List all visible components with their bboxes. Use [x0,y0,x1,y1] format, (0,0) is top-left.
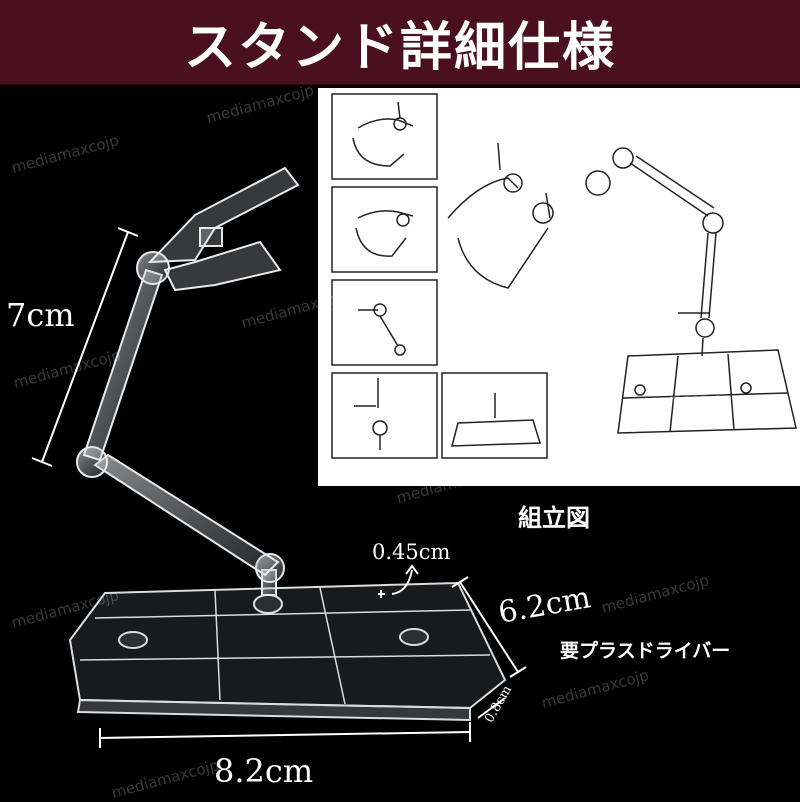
assembly-label: 組立図 [518,504,590,532]
assembly-diagram [318,88,800,486]
page-title: スタンド詳細仕様 [183,17,616,78]
height-dimension: 7cm [6,296,75,334]
width-dimension: 8.2cm [214,752,314,790]
stand-photo [31,166,527,748]
stand-arm [76,251,285,596]
assembly-illustration [331,93,797,459]
title-banner: スタンド詳細仕様 [0,0,800,85]
thickness-dimension: 0.45cm [372,540,451,564]
stand-base [68,581,507,722]
stand-clamp [147,166,300,292]
screwdriver-note: 要プラスドライバー [560,640,731,662]
dimension-lines [31,227,527,748]
